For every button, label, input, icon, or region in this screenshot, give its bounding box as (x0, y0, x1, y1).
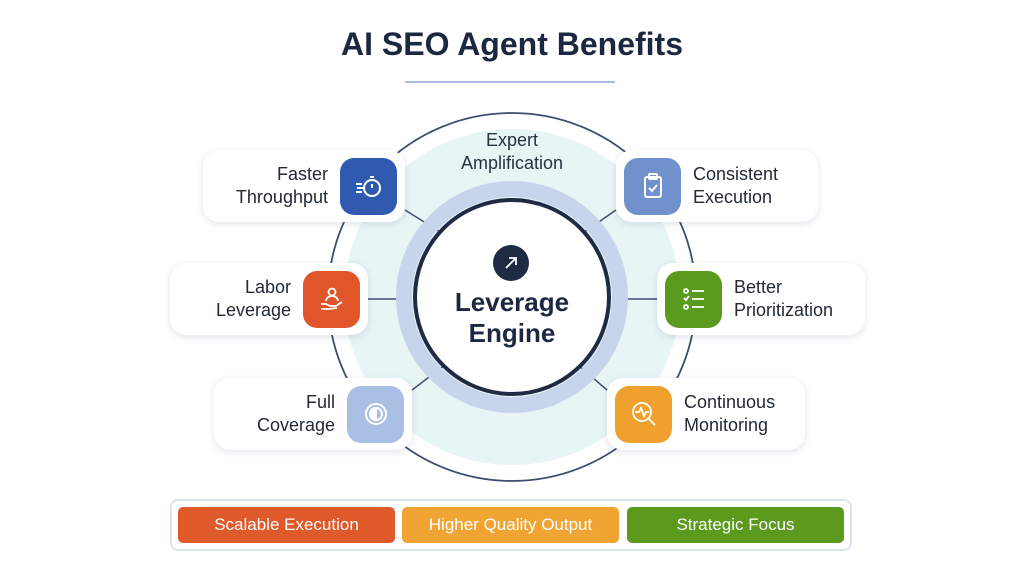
magnifier-pulse-icon (615, 385, 672, 443)
label-line: Leverage (215, 300, 291, 320)
label-line: Execution (693, 187, 773, 207)
page-title: AI SEO Agent Benefits (341, 26, 683, 62)
expert-amplification-label: Expert Amplification (412, 129, 612, 175)
checklist-icon (665, 270, 722, 328)
outcome-higher-quality-output: Higher Quality Output (402, 507, 619, 543)
core-circle (413, 198, 611, 396)
outcome-scalable-execution: Scalable Execution (178, 507, 395, 543)
label-line: Faster (276, 164, 328, 184)
hand-person-icon (303, 270, 360, 328)
label-line: Throughput (235, 187, 328, 207)
inner-blue-ring (396, 181, 628, 413)
label-line: Prioritization (734, 300, 834, 320)
stopwatch-icon (340, 157, 397, 215)
title-underline (405, 81, 615, 83)
half-circle-icon (347, 385, 404, 443)
clipboard-check-icon (624, 157, 681, 215)
label-line: Continuous (684, 392, 776, 412)
label-line: Leverage (454, 287, 570, 317)
label-line: Better (734, 277, 783, 297)
arrow-up-right-icon (493, 245, 529, 281)
label-line: Coverage (256, 415, 335, 435)
outcome-strategic-focus: Strategic Focus (627, 507, 844, 543)
center-label: Leverage Engine (412, 287, 612, 349)
label-line: Expert (485, 130, 539, 150)
label-line: Amplification (460, 153, 564, 173)
label-line: Full (305, 392, 335, 412)
label-line: Labor (244, 277, 291, 297)
label-line: Engine (468, 318, 556, 348)
label-line: Consistent (693, 164, 779, 184)
label-line: Monitoring (684, 415, 769, 435)
outcomes-bar (170, 499, 852, 551)
